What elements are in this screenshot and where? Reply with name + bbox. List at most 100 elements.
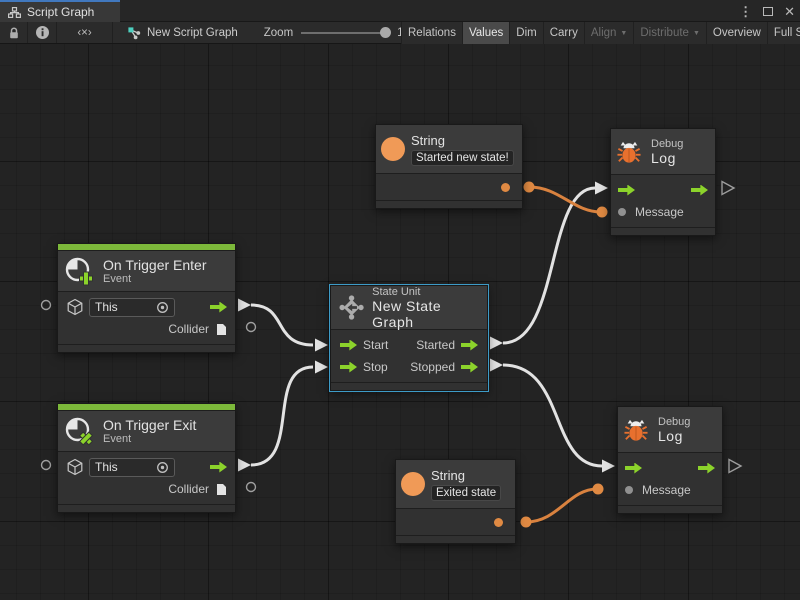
node-subtitle: Event bbox=[103, 433, 132, 445]
port-exit-target-in-empty[interactable] bbox=[40, 459, 52, 471]
info-icon bbox=[35, 26, 49, 39]
message-in-port[interactable] bbox=[625, 486, 633, 494]
state-machine-icon bbox=[339, 295, 364, 320]
port-trigger-enter-out[interactable] bbox=[238, 298, 251, 312]
started-out-port[interactable] bbox=[461, 339, 478, 351]
wire-enter-to-start[interactable] bbox=[250, 303, 314, 347]
node-title: Log bbox=[651, 149, 676, 166]
zoom-slider-handle[interactable] bbox=[380, 26, 392, 38]
object-picker-icon[interactable] bbox=[156, 301, 169, 314]
port-debug-bottom-in[interactable] bbox=[602, 459, 615, 473]
wire-exit-to-stop[interactable] bbox=[250, 365, 314, 467]
tab-script-graph[interactable]: Script Graph bbox=[0, 0, 120, 22]
port-string-top-out[interactable] bbox=[523, 181, 535, 193]
wire-string-bottom-to-message[interactable] bbox=[525, 487, 598, 524]
window-tab-bar: Script Graph ⋮ ✕ bbox=[0, 0, 800, 22]
node-title: New State Graph bbox=[372, 297, 442, 330]
event-accent-bar bbox=[58, 244, 235, 250]
flow-out-port[interactable] bbox=[698, 462, 715, 474]
lock-icon bbox=[9, 26, 18, 38]
node-subtitle: Event bbox=[103, 273, 132, 285]
collider-value-icon[interactable] bbox=[216, 323, 227, 336]
window-menu-icon[interactable]: ⋮ bbox=[739, 3, 753, 19]
node-string-literal-bottom[interactable]: String Exited state bbox=[395, 459, 516, 544]
stopped-out-port[interactable] bbox=[461, 361, 478, 373]
port-state-stop-in[interactable] bbox=[315, 360, 328, 374]
node-category: Debug bbox=[658, 415, 691, 428]
port-state-stopped-out[interactable] bbox=[490, 358, 503, 372]
graph-name-label: New Script Graph bbox=[147, 26, 238, 39]
wire-started-to-log[interactable] bbox=[502, 186, 596, 345]
node-footer bbox=[331, 382, 487, 390]
target-object-field[interactable]: This bbox=[89, 457, 175, 477]
target-object-field[interactable]: This bbox=[89, 297, 175, 317]
node-title: On Trigger Exit bbox=[103, 417, 197, 433]
port-debug-top-out-empty[interactable] bbox=[721, 180, 736, 196]
values-button[interactable]: Values bbox=[462, 22, 511, 44]
node-debug-log-top[interactable]: Debug Log Message bbox=[610, 128, 716, 236]
flow-out-port[interactable] bbox=[691, 184, 708, 196]
zoom-label: Zoom bbox=[263, 26, 294, 39]
port-enter-collider-out-empty[interactable] bbox=[245, 321, 257, 333]
start-in-port[interactable] bbox=[340, 339, 357, 351]
node-on-trigger-enter[interactable]: On Trigger Enter Event This bbox=[57, 243, 236, 353]
string-value-input[interactable]: Exited state bbox=[431, 484, 502, 501]
flow-in-port[interactable] bbox=[625, 462, 642, 474]
stop-label: Stop bbox=[363, 360, 388, 374]
fullscreen-button[interactable]: Full Screen bbox=[768, 22, 800, 44]
graph-canvas[interactable]: String Started new state! bbox=[0, 44, 800, 600]
trigger-exit-icon bbox=[65, 417, 94, 446]
maximize-icon[interactable] bbox=[763, 6, 774, 16]
port-debug-top-in[interactable] bbox=[595, 181, 608, 195]
port-enter-target-in-empty[interactable] bbox=[40, 299, 52, 311]
string-type-icon bbox=[401, 472, 425, 496]
collider-label: Collider bbox=[168, 322, 209, 336]
string-output-port[interactable] bbox=[494, 517, 503, 527]
node-graph-icon bbox=[128, 26, 141, 39]
overview-button[interactable]: Overview bbox=[707, 22, 768, 44]
port-debug-bottom-out-empty[interactable] bbox=[728, 458, 743, 474]
port-state-started-out[interactable] bbox=[490, 336, 503, 350]
close-icon[interactable]: ✕ bbox=[784, 3, 795, 19]
string-value-input[interactable]: Started new state! bbox=[411, 149, 514, 166]
align-dropdown[interactable]: Align ▼ bbox=[585, 22, 635, 44]
wire-layer bbox=[40, 180, 743, 528]
flow-in-port[interactable] bbox=[618, 184, 635, 196]
node-title: Log bbox=[658, 427, 683, 444]
view-options-bar: Relations Values Dim Carry Align ▼ Distr… bbox=[401, 22, 800, 44]
distribute-dropdown[interactable]: Distribute ▼ bbox=[634, 22, 707, 44]
string-output-port[interactable] bbox=[501, 182, 510, 192]
stop-in-port[interactable] bbox=[340, 361, 357, 373]
node-string-literal-top[interactable]: String Started new state! bbox=[375, 124, 523, 209]
bug-icon bbox=[617, 141, 641, 163]
node-on-trigger-exit[interactable]: On Trigger Exit Event This bbox=[57, 403, 236, 513]
port-string-bottom-out[interactable] bbox=[520, 516, 532, 528]
port-state-start-in[interactable] bbox=[315, 338, 328, 352]
port-message-bottom-in[interactable] bbox=[592, 483, 604, 495]
node-state-unit[interactable]: State Unit New State Graph Start Started… bbox=[329, 284, 489, 392]
wire-string-top-to-message[interactable] bbox=[528, 185, 602, 214]
code-view-toggle[interactable]: ‹×› bbox=[57, 22, 113, 43]
node-debug-log-bottom[interactable]: Debug Log Message bbox=[617, 406, 723, 514]
port-exit-collider-out-empty[interactable] bbox=[245, 481, 257, 493]
zoom-slider[interactable] bbox=[301, 26, 392, 38]
dim-button[interactable]: Dim bbox=[510, 22, 544, 44]
flow-out-port[interactable] bbox=[210, 301, 227, 313]
flow-out-port[interactable] bbox=[210, 461, 227, 473]
collider-value-icon[interactable] bbox=[216, 483, 227, 496]
gameobject-cube-icon bbox=[67, 458, 83, 476]
graph-breadcrumb[interactable]: New Script Graph bbox=[127, 22, 238, 43]
info-button[interactable] bbox=[28, 22, 57, 43]
object-picker-icon[interactable] bbox=[156, 461, 169, 474]
lock-button[interactable] bbox=[0, 22, 28, 43]
wire-stopped-to-log[interactable] bbox=[502, 363, 603, 468]
carry-button[interactable]: Carry bbox=[544, 22, 585, 44]
bug-icon bbox=[624, 419, 648, 441]
port-message-top-in[interactable] bbox=[596, 206, 608, 218]
message-in-port[interactable] bbox=[618, 208, 626, 216]
message-label: Message bbox=[642, 483, 691, 497]
relations-button[interactable]: Relations bbox=[402, 22, 463, 44]
port-trigger-exit-out[interactable] bbox=[238, 458, 251, 472]
node-title: String bbox=[411, 132, 445, 148]
node-title: String bbox=[431, 467, 465, 483]
